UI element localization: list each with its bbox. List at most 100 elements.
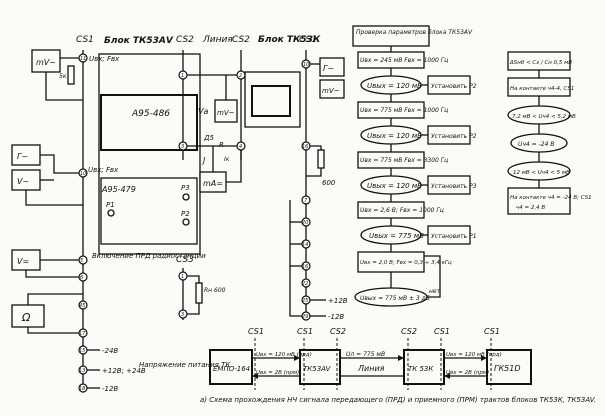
bottom-box-empo [209, 349, 253, 385]
bottom-cs1a: CS1 [248, 327, 264, 336]
wire-gnd-rail [289, 200, 302, 317]
resistor-600 [317, 149, 325, 169]
instrument-v-eq-label: V= [17, 257, 29, 266]
flow-title: Проверка параметров блока ТК53АV [356, 29, 473, 36]
flow-set-3-text: Установить Р3 [431, 183, 477, 190]
v-plus12-label: +12В; +24В [102, 367, 146, 375]
flow-set-4-text: Установить Р1 [431, 233, 477, 240]
wire-rn-bot [187, 303, 200, 315]
terminal-r-14-label: 14 [302, 242, 308, 248]
cs1-left-label: CS1 [76, 35, 94, 45]
terminal-r-22 [301, 278, 311, 288]
flow-r-3-text: 7,2 мВ < Uч4 < 5,2 мВ [512, 114, 576, 120]
instrument-g-a-label: Г~ [17, 152, 28, 161]
pot-p2 [182, 218, 190, 226]
module-a95-479-label: А95-479 [101, 185, 136, 194]
r-label: R [219, 141, 224, 149]
flow-oval-1-text: Uвых = 120 мВ [367, 82, 422, 90]
terminal-r-10-label: 10 [303, 62, 309, 68]
bottom-box-gk51d [486, 349, 532, 385]
bottom-box-tk53k [403, 349, 445, 385]
j-label: J [201, 156, 206, 165]
terminal-10-label: 10 [80, 171, 86, 177]
instrument-ma-label: mA= [203, 179, 223, 188]
terminal-t6-label: 6 [80, 275, 83, 281]
wire-g-gnd [25, 190, 83, 206]
resistor-rn [195, 282, 203, 304]
bottom-box-tk53av [299, 349, 341, 385]
d5-label: Д5 [203, 134, 214, 142]
wire-mv-a-gnd [45, 72, 83, 101]
instrument-g-b-label: Г~ [323, 64, 334, 73]
bottom-signal-3a: Uвх = 120 мВ (прд) [446, 352, 502, 358]
flow-set-4 [427, 225, 471, 245]
wire-ohm-bot [27, 327, 79, 334]
instrument-mv-a-label: mV~ [36, 58, 56, 67]
terminal-r-7 [301, 195, 311, 205]
block-tk53av-outline [98, 53, 201, 255]
flow-oval-2-text: Uвых = 120 мВ [367, 132, 422, 140]
pot-p3 [182, 193, 190, 201]
uvh-label-mid: Uвх; Fвх [88, 166, 119, 174]
resistor-5k-label: 5к [59, 73, 67, 80]
block-tk53k-title: Блок ТК53К [258, 35, 321, 45]
terminal-17-label: 17 [79, 331, 86, 337]
figure-caption: а) Схема прохождения НЧ сигнала передающ… [200, 396, 596, 404]
bottom-cs1c: CS1 [434, 327, 450, 336]
bottom-signal-3b: Uвх = 2В (прм) [446, 370, 489, 376]
terminal-cs2a-3-label: 3 [181, 144, 184, 150]
flow-box-3-text: Uвх = 775 мВ Fвх = 3300 Гц [360, 157, 448, 164]
terminal-r-25-label: 25 [302, 298, 308, 304]
bottom-arrowhead-1 [294, 355, 300, 361]
wire-r600-top [310, 145, 322, 150]
flow-oval-4-text: Uвых = 775 мВ [369, 232, 424, 240]
instrument-mv-c-label: mV~ [322, 87, 340, 95]
pot-p2-label: P2 [181, 210, 190, 218]
flow-box-2-text: Uвх = 775 мВ Fвх = 1000 Гц [360, 107, 448, 114]
flow-oval-5-text: Uвых = 775 мВ ± 3 дБ [360, 295, 430, 302]
flow-r-6-text: На контакте ч4 = -24 В; CS1 [510, 195, 592, 201]
wire-g-a [40, 154, 79, 174]
terminal-cs2b-2-label: 2 [239, 73, 242, 79]
terminal-45 [78, 300, 88, 310]
module-a95-479 [100, 177, 198, 245]
terminal-11-label: 11 [80, 56, 86, 62]
bottom-signal-1a: Uвх = 120 мВ (прд) [256, 352, 312, 358]
terminal-cs3-1-label: 1 [181, 274, 184, 280]
bottom-box-tk53av-label: ТК53AV [303, 365, 332, 373]
terminal-r-16b-label: 16 [302, 264, 308, 270]
bottom-cs2b: CS2 [401, 327, 417, 336]
block-tk53k-outline [244, 71, 301, 128]
module-a95-486 [100, 94, 198, 151]
cs3-label: CS3 [176, 255, 194, 265]
flow-r-6 [507, 187, 571, 215]
cs1-right-label: CS1 [299, 35, 317, 45]
terminal-cs3-3-label: 3 [181, 312, 184, 318]
bottom-signal-2: Uл = 775 мВ [346, 351, 385, 358]
flow-r-4-text: Uч4 = -24 В [518, 141, 554, 148]
pot-p1 [107, 209, 115, 217]
bottom-signal-1b: Uвх = 2В (прм) [256, 370, 299, 376]
uvh-label-top: Uвх; Fвх [89, 55, 120, 63]
power-on-label: Включение ПРД радиостанции [92, 252, 206, 260]
flow-box-5-text: Uвх = 2,0 В; Fвх = 0,3 ÷ 3,4 кГц [360, 260, 452, 266]
out-minus12-label: -12В [328, 313, 344, 321]
instrument-mv-b-label: mV~ [217, 109, 235, 117]
wire-ma-right [226, 150, 242, 183]
bottom-arrowhead-3 [481, 355, 487, 361]
flow-set-2-text: Установить Р2 [431, 133, 477, 140]
terminal-r-29-label: 29 [302, 314, 308, 320]
flow-box-4-text: Uвх = 2,6 В; Fвх = 1000 Гц [360, 207, 444, 214]
terminal-r-16-label: 16 [302, 144, 308, 150]
flow-no-label: нет [429, 288, 441, 295]
wire-ohm-top [27, 293, 83, 305]
cs2-b-label: CS2 [232, 35, 250, 45]
flow-set-1 [427, 75, 471, 95]
module-a95-486-label: А95-486 [131, 109, 170, 119]
terminal-18-label: 18 [79, 386, 85, 392]
v-minus24-label: -24В [102, 347, 118, 355]
terminal-45-label: 45 [79, 303, 85, 309]
ik-label: Iк [224, 156, 230, 163]
bottom-arrowhead-2 [398, 355, 404, 361]
